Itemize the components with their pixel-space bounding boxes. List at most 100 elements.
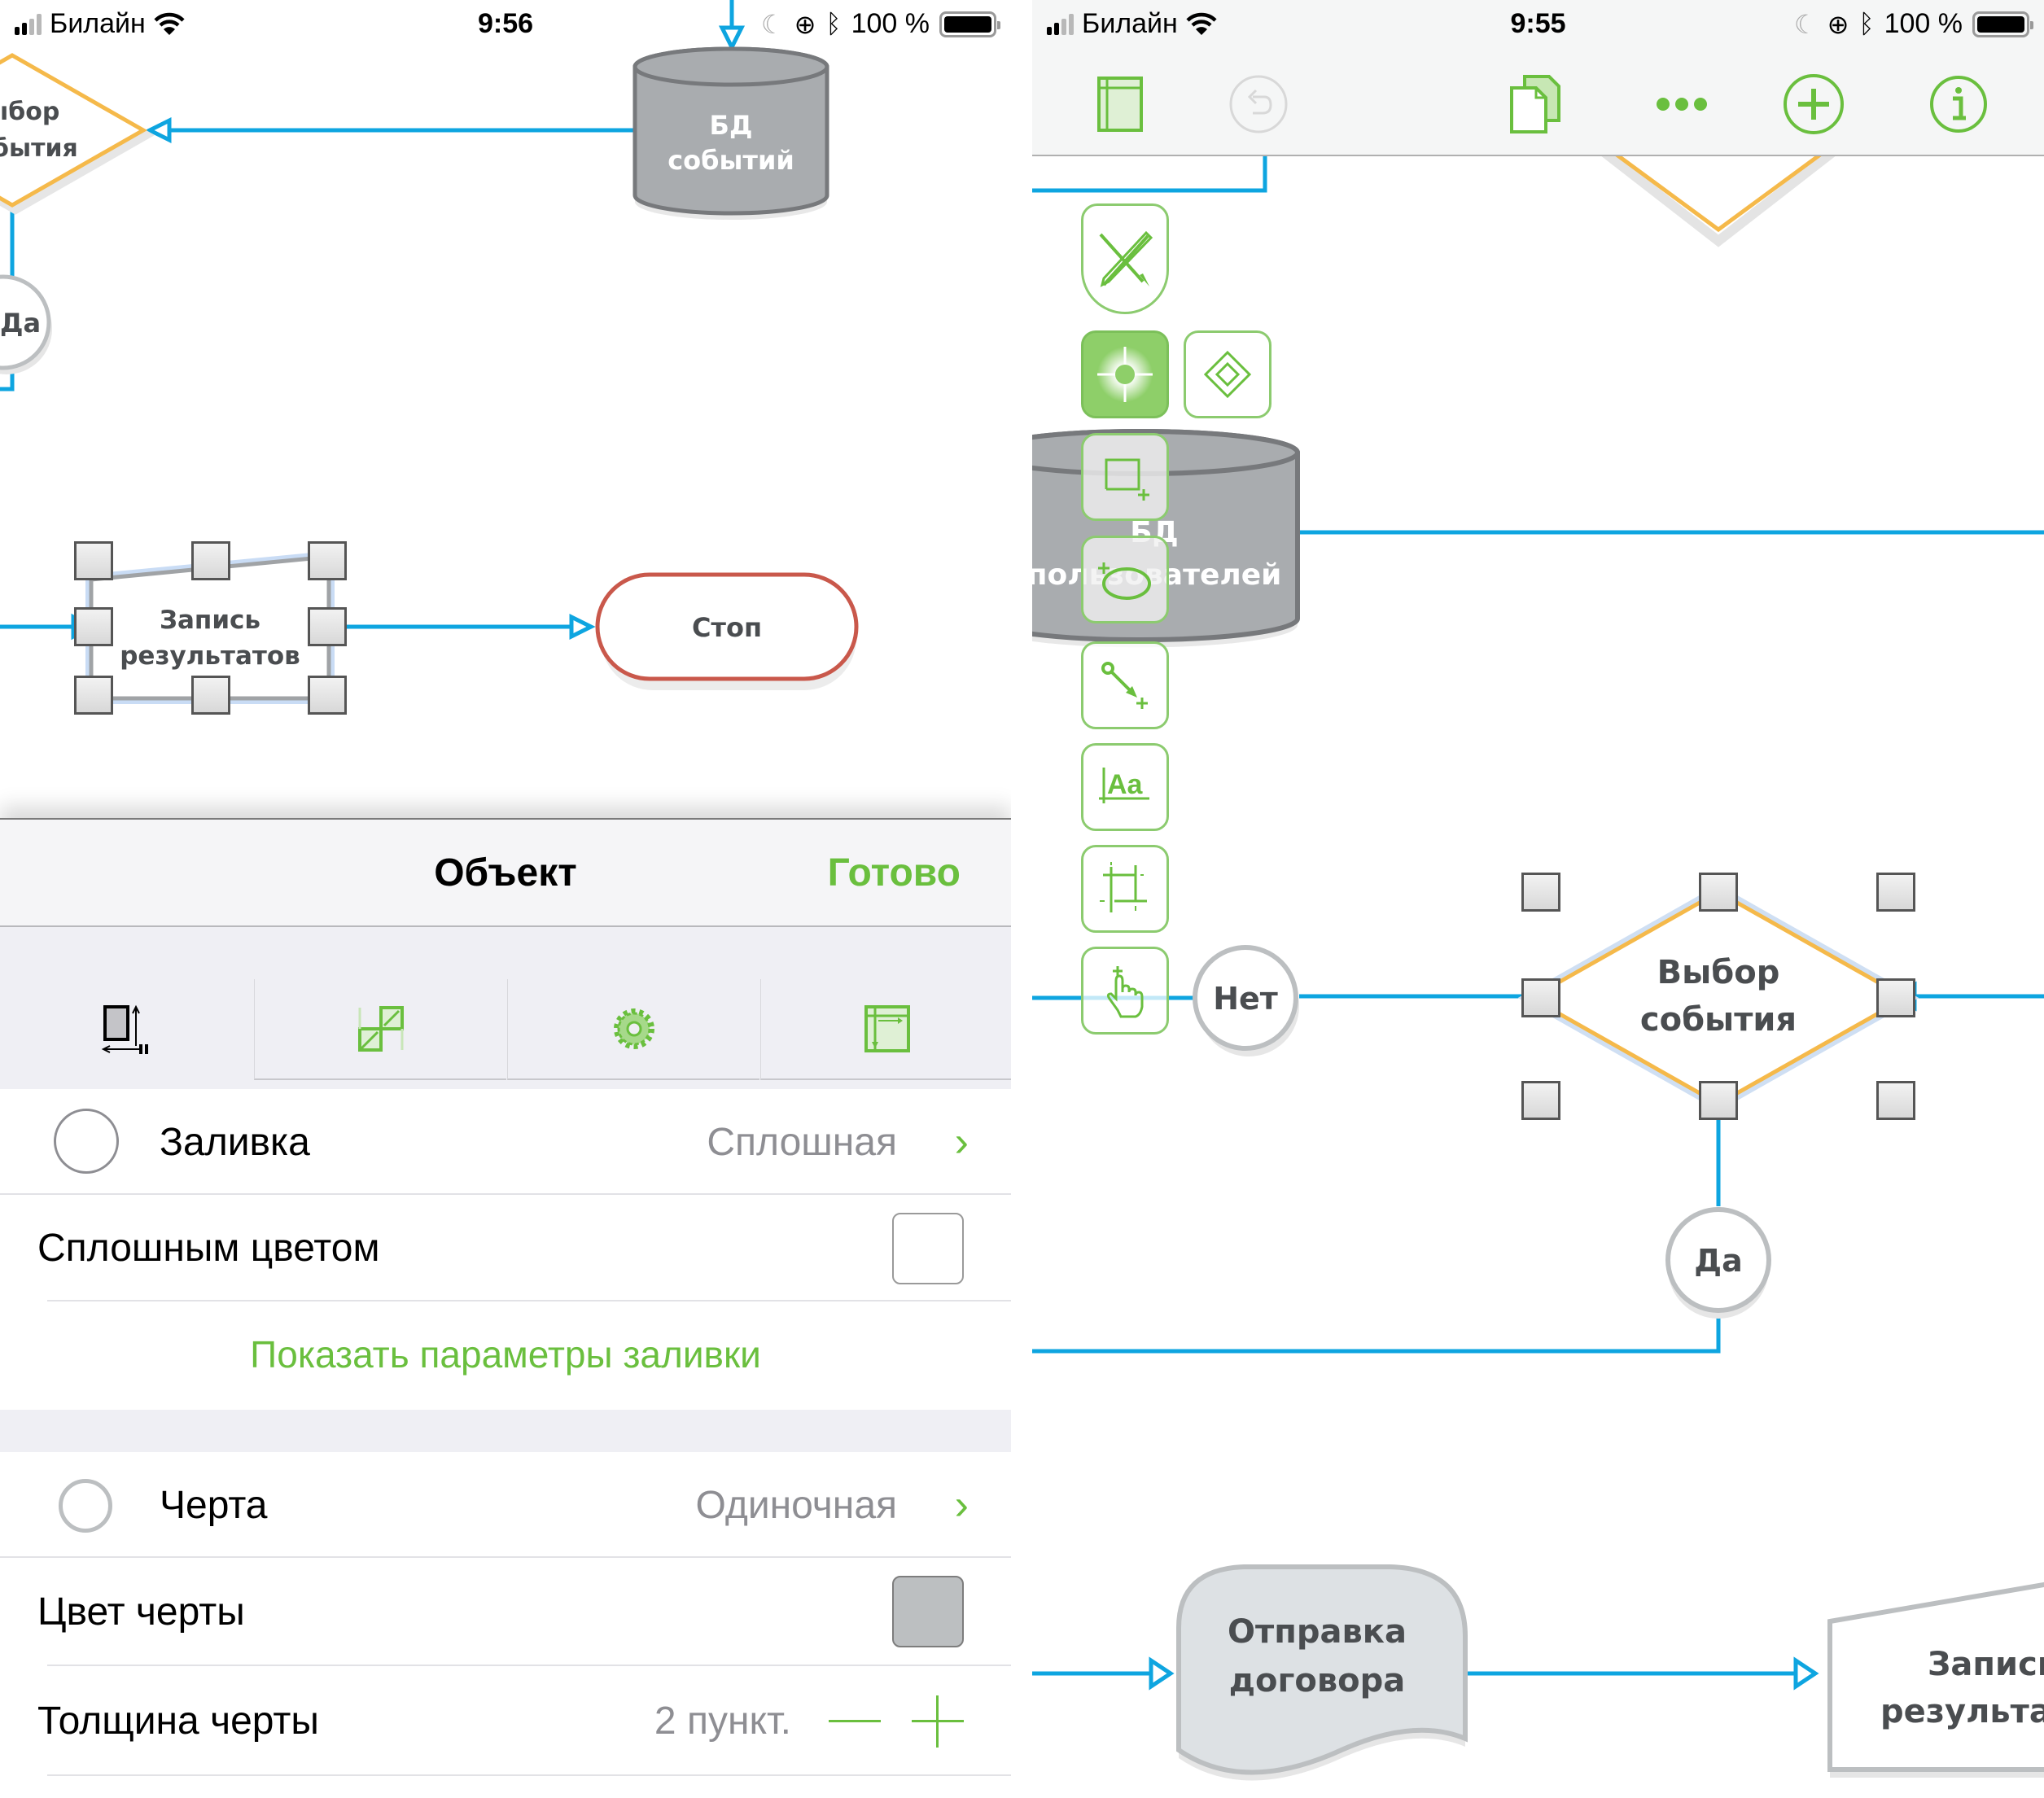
selection-handle[interactable]: [1521, 1081, 1560, 1120]
record-results-shape[interactable]: Запись результатов: [1827, 1581, 2044, 1778]
selection-handle[interactable]: [1876, 1081, 1915, 1120]
yes-connector-bubble[interactable]: Да: [0, 274, 52, 374]
tool-text[interactable]: Aa: [1081, 743, 1169, 831]
no-connector-bubble[interactable]: Нет: [1193, 945, 1299, 1056]
fill-label: Заливка: [160, 1120, 310, 1164]
selection-handle[interactable]: [308, 607, 347, 646]
decision-shape-partial[interactable]: ıбор бытия: [0, 53, 155, 215]
stroke-row[interactable]: Черта Одиночная ›: [0, 1452, 1011, 1558]
decrease-stroke-button[interactable]: [829, 1720, 881, 1722]
decision-label-line2: бытия: [0, 134, 78, 163]
send-contract-shape[interactable]: Отправка договора: [1176, 1564, 1468, 1781]
stroke-toggle-radio[interactable]: [59, 1479, 112, 1533]
arrowhead: [1793, 1656, 1819, 1691]
tool-point-editor[interactable]: [1184, 330, 1271, 418]
moon-icon: ☾: [1793, 9, 1818, 39]
fill-value: Сплошная: [707, 1120, 897, 1164]
connector-line: [1032, 1314, 1721, 1354]
battery-icon: [1972, 11, 2033, 37]
tab-properties[interactable]: [507, 979, 759, 1080]
tool-freehand[interactable]: [1081, 536, 1169, 623]
solid-color-swatch[interactable]: [892, 1213, 964, 1284]
sidebar-icon: [1097, 77, 1143, 132]
main-toolbar: [1032, 52, 2044, 156]
text-add-icon: Aa: [1099, 768, 1149, 803]
yes-connector-bubble[interactable]: Да: [1665, 1207, 1771, 1319]
wifi-icon: [154, 12, 185, 35]
stroke-color-swatch[interactable]: [892, 1576, 964, 1647]
selection-handle[interactable]: [1876, 873, 1915, 912]
carrier-name: Билайн: [50, 8, 146, 39]
selection-handle[interactable]: [1876, 978, 1915, 1017]
decision-label-line1: ıбор: [0, 98, 59, 126]
stroke-color-row: Цвет черты: [0, 1558, 1011, 1666]
yes-label: Да: [0, 308, 41, 339]
stop-terminator-shape[interactable]: Стоп: [595, 572, 859, 690]
arrowhead: [569, 613, 596, 641]
chevron-right-icon: ›: [954, 1118, 969, 1166]
selection-handle[interactable]: [1699, 1081, 1738, 1120]
selection-handle[interactable]: [74, 676, 113, 715]
wifi-icon: [1186, 12, 1217, 35]
pencil-ruler-icon: [1099, 230, 1153, 287]
info-button[interactable]: [1926, 72, 1991, 137]
connector-line: [1032, 156, 1267, 193]
sidebar-toggle-button[interactable]: [1088, 72, 1153, 137]
selection-handle[interactable]: [191, 541, 230, 580]
done-button[interactable]: Готово: [827, 851, 961, 895]
record-label-line1: Запись: [1928, 1646, 2044, 1683]
svg-text:Aa: Aa: [1107, 769, 1144, 800]
arrowhead: [1149, 1656, 1175, 1691]
tool-line[interactable]: [1081, 641, 1169, 729]
stop-label: Стоп: [692, 612, 762, 643]
selection-handle[interactable]: [1521, 978, 1560, 1017]
selection-handle[interactable]: [191, 676, 230, 715]
status-time: 9:55: [1510, 8, 1566, 39]
tool-selection[interactable]: [1081, 330, 1169, 418]
increase-stroke-button[interactable]: [912, 1695, 964, 1748]
show-fill-options-link[interactable]: Показать параметры заливки: [250, 1333, 761, 1376]
chevron-right-icon: ›: [954, 1481, 969, 1529]
tab-canvas[interactable]: [760, 979, 1011, 1080]
decision-shape[interactable]: Выбор события: [1517, 884, 1919, 1112]
tab-geometry[interactable]: [0, 979, 252, 1080]
inspector-title: Объект: [434, 851, 577, 895]
documents-button[interactable]: [1503, 72, 1568, 137]
target-select-icon: [1097, 347, 1153, 402]
tool-hand[interactable]: [1081, 947, 1169, 1035]
decision-label-line2: события: [1640, 1001, 1797, 1039]
selection-handle[interactable]: [308, 676, 347, 715]
fill-toggle-radio[interactable]: [54, 1109, 119, 1174]
more-button[interactable]: [1649, 72, 1714, 137]
database-events-shape[interactable]: БД событий: [632, 46, 829, 220]
selection-handle[interactable]: [74, 607, 113, 646]
tool-drawing-tools[interactable]: [1081, 203, 1169, 314]
tab-fill-style[interactable]: [254, 979, 506, 1080]
plus-circle-icon: [1784, 74, 1844, 134]
rectangle-add-icon: [1105, 458, 1149, 501]
bluetooth-icon: ᛒ: [1858, 9, 1875, 38]
orientation-lock-icon: ⊕: [794, 9, 816, 39]
cellular-signal-icon: [15, 13, 42, 35]
record-label-line1: Запись: [160, 606, 260, 635]
object-inspector: Объект Готово: [0, 818, 1011, 1798]
status-time: 9:56: [477, 8, 534, 39]
selection-handle[interactable]: [1699, 873, 1738, 912]
undo-button[interactable]: [1226, 72, 1291, 137]
hand-add-icon: [1106, 966, 1144, 1018]
db-label-line2: событий: [667, 145, 794, 176]
gear-icon: [613, 1008, 654, 1049]
add-button[interactable]: [1781, 72, 1846, 137]
decision-label-line1: Выбор: [1657, 954, 1780, 991]
selection-handle[interactable]: [74, 541, 113, 580]
screenshot-divider: [1011, 0, 1032, 1798]
fill-row[interactable]: Заливка Сплошная ›: [0, 1089, 1011, 1195]
tool-shape[interactable]: [1081, 433, 1169, 521]
orientation-lock-icon: ⊕: [1827, 9, 1849, 39]
arrowhead: [718, 25, 746, 52]
diagram-canvas[interactable]: ıбор бытия БД событий Да Запись результа…: [0, 0, 1011, 822]
selection-handle[interactable]: [308, 541, 347, 580]
tool-diagram[interactable]: [1081, 845, 1169, 933]
selection-handle[interactable]: [1521, 873, 1560, 912]
list-bottom: [0, 1776, 1011, 1798]
